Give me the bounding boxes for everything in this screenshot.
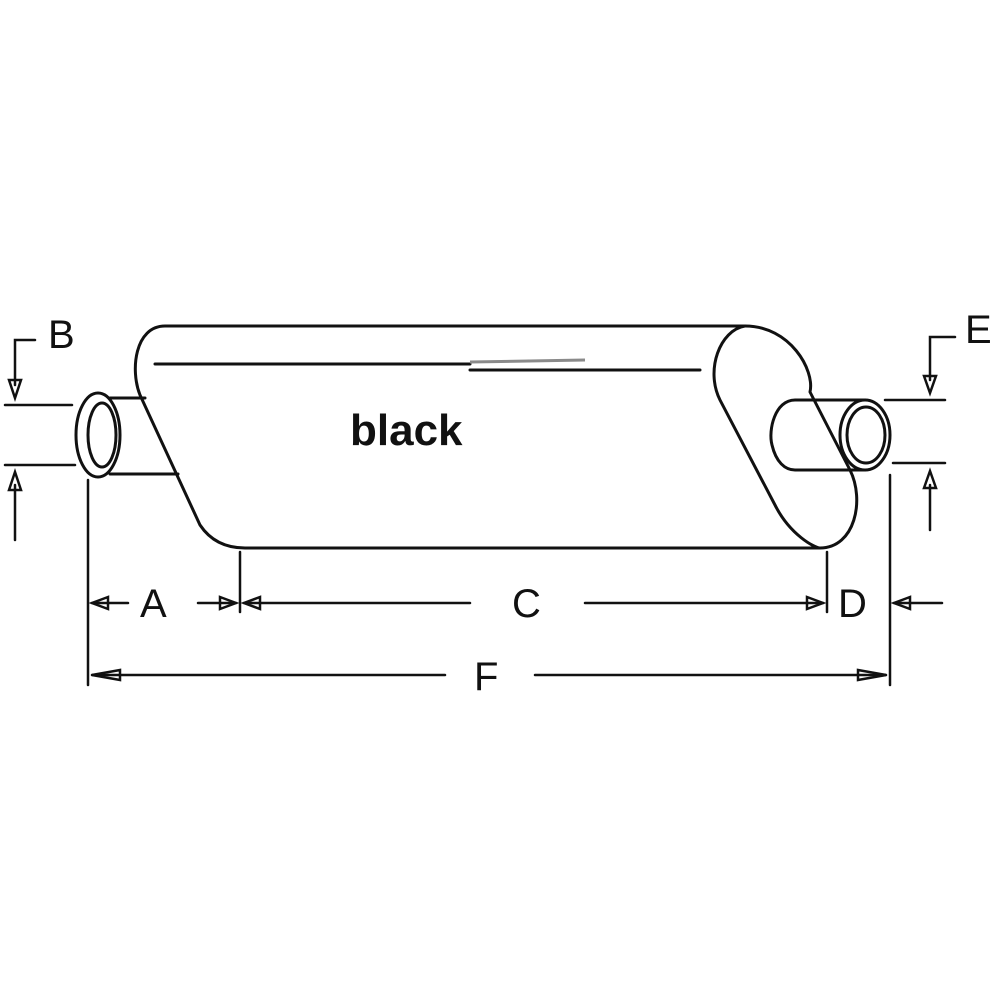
- inlet-pipe: [74, 391, 180, 479]
- dimension-label-b: B: [48, 313, 75, 357]
- dimension-d: D: [838, 582, 944, 626]
- dimension-e: E: [883, 308, 992, 532]
- dimension-a: A: [88, 582, 240, 626]
- dimension-label-f: F: [474, 655, 498, 699]
- body-label: black: [350, 406, 463, 455]
- dimension-label-e: E: [965, 308, 992, 352]
- dimension-b: B: [3, 313, 77, 542]
- dimension-c: C: [240, 582, 827, 626]
- dimension-label-c: C: [512, 582, 541, 626]
- extension-lines: [86, 473, 892, 687]
- outlet-pipe: [769, 398, 892, 472]
- dimension-label-a: A: [140, 582, 167, 626]
- muffler-body: [133, 324, 859, 550]
- dimension-f: F: [90, 655, 888, 699]
- dimension-label-d: D: [838, 582, 867, 626]
